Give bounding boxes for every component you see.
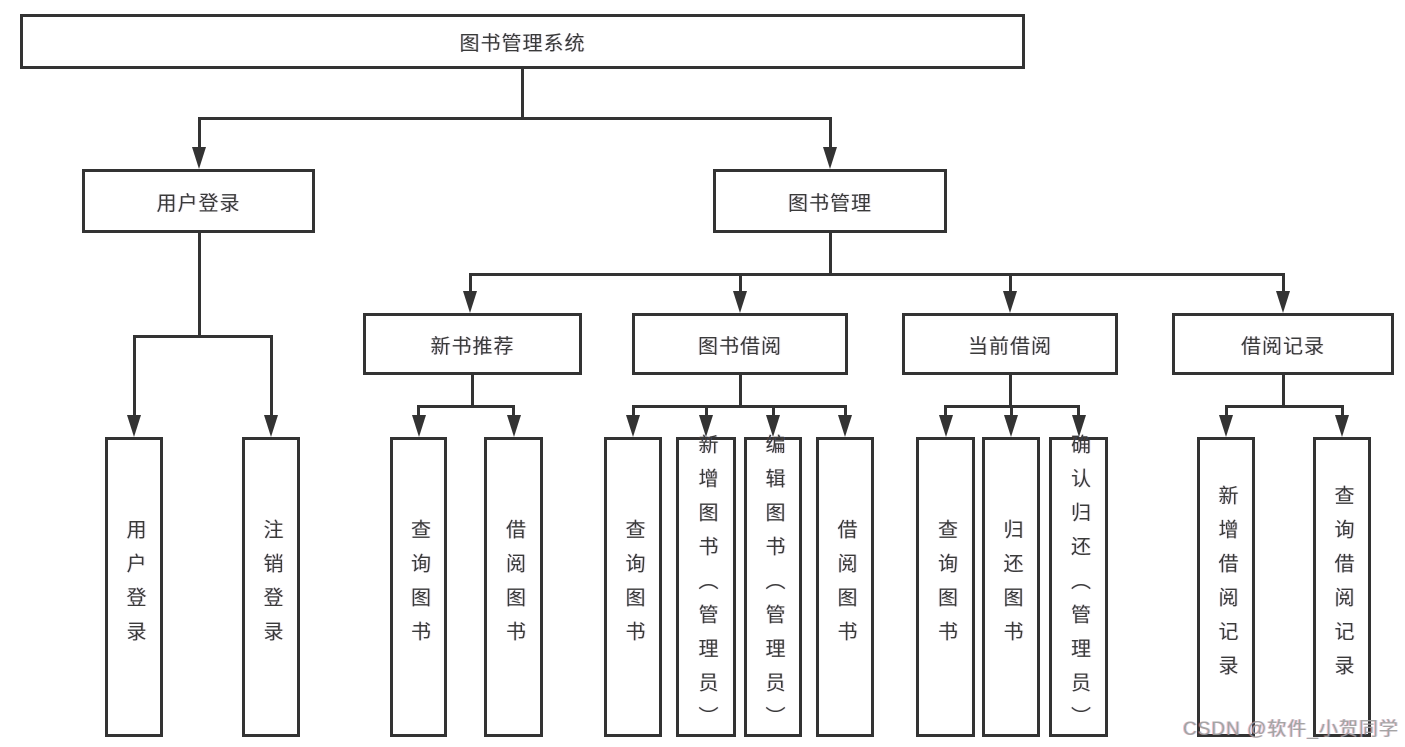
csdn-watermark: CSDN @软件_小贺同学: [1183, 719, 1399, 740]
node-new-book-recommend-label: 新书推荐: [430, 335, 515, 358]
leaf-borrow-add-books: 新增图书（管理员）: [676, 434, 736, 740]
arrow-down-icon: [192, 147, 206, 169]
leaf-borrow-query-books: 查询图书: [604, 437, 662, 737]
node-root-label: 图书管理系统: [459, 33, 586, 55]
arrow-down-icon: [127, 415, 141, 437]
connector-line: [1224, 405, 1228, 418]
arrow-down-icon: [699, 415, 713, 437]
connector-line: [704, 405, 708, 418]
connector-line: [1281, 273, 1285, 294]
connector-line: [1077, 405, 1080, 418]
leaf-records-query-record: 查询借阅记录: [1313, 437, 1371, 737]
leaf-borrow-add-books-label: 新增图书（管理员）: [695, 434, 717, 740]
connector-line: [1224, 405, 1344, 408]
leaf-logout: 注销登录: [242, 437, 300, 737]
node-user-login: 用户登录: [82, 169, 315, 233]
connector-line: [828, 233, 832, 275]
arrow-down-icon: [626, 415, 640, 437]
leaf-current-query-books: 查询图书: [916, 437, 975, 737]
connector-line: [269, 335, 273, 417]
leaf-borrow-edit-books-label: 编辑图书（管理员）: [762, 434, 784, 740]
leaf-records-add-record-label: 新增借阅记录: [1215, 485, 1237, 689]
leaf-user-login-label: 用户登录: [123, 519, 145, 655]
connector-line: [417, 405, 420, 418]
leaf-borrow-borrow-books-label: 借阅图书: [834, 519, 856, 655]
connector-line: [631, 405, 847, 408]
node-user-login-label: 用户登录: [156, 192, 241, 215]
connector-line: [132, 335, 136, 417]
node-book-borrow: 图书借阅: [632, 313, 848, 375]
connector-line: [1009, 405, 1013, 418]
connector-line: [944, 405, 947, 418]
arrow-down-icon: [411, 415, 426, 437]
arrow-down-icon: [1335, 415, 1349, 437]
connector-line: [738, 273, 742, 294]
node-borrow-records-label: 借阅记录: [1241, 335, 1325, 358]
leaf-current-confirm-return-label: 确认归还（管理员）: [1067, 434, 1090, 740]
arrow-down-icon: [766, 415, 780, 437]
connector-line: [828, 117, 832, 150]
connector-line: [417, 405, 515, 408]
leaf-recommend-query-books-label: 查询图书: [407, 519, 430, 655]
leaf-current-confirm-return: 确认归还（管理员）: [1049, 434, 1108, 740]
leaf-current-return-books-label: 归还图书: [1000, 519, 1022, 655]
leaf-records-query-record-label: 查询借阅记录: [1331, 485, 1353, 689]
connector-line: [132, 335, 273, 338]
node-current-borrow: 当前借阅: [902, 313, 1118, 375]
connector-line: [738, 374, 742, 407]
arrow-down-icon: [823, 147, 837, 169]
connector-line: [468, 273, 1285, 276]
connector-line: [843, 405, 847, 418]
connector-line: [631, 405, 635, 418]
connector-line: [468, 273, 472, 294]
node-new-book-recommend: 新书推荐: [363, 313, 582, 375]
arrow-down-icon: [838, 415, 852, 437]
leaf-borrow-query-books-label: 查询图书: [622, 519, 644, 655]
leaf-recommend-query-books: 查询图书: [390, 437, 447, 737]
connector-line: [197, 117, 832, 120]
connector-line: [197, 233, 201, 337]
leaf-current-query-books-label: 查询图书: [934, 519, 957, 655]
leaf-recommend-borrow-books-label: 借阅图书: [502, 519, 525, 655]
node-current-borrow-label: 当前借阅: [968, 335, 1052, 358]
node-book-management-label: 图书管理: [788, 192, 872, 215]
leaf-borrow-edit-books: 编辑图书（管理员）: [744, 434, 802, 740]
arrow-down-icon: [463, 291, 477, 313]
leaf-borrow-borrow-books: 借阅图书: [816, 437, 874, 737]
arrow-down-icon: [1003, 291, 1017, 313]
connector-line: [512, 405, 515, 418]
leaf-records-add-record: 新增借阅记录: [1197, 437, 1255, 737]
connector-line: [1340, 405, 1344, 418]
leaf-current-return-books: 归还图书: [982, 437, 1040, 737]
leaf-recommend-borrow-books: 借阅图书: [484, 437, 543, 737]
arrow-down-icon: [1219, 415, 1233, 437]
arrow-down-icon: [1071, 415, 1086, 437]
node-borrow-records: 借阅记录: [1172, 313, 1394, 375]
arrow-down-icon: [506, 415, 521, 437]
arrow-down-icon: [264, 415, 278, 437]
node-book-management: 图书管理: [713, 169, 947, 233]
connector-line: [1008, 374, 1012, 407]
arrow-down-icon: [938, 415, 953, 437]
leaf-logout-label: 注销登录: [260, 519, 282, 655]
connector-line: [470, 375, 474, 407]
connector-line: [197, 117, 201, 150]
connector-line: [1281, 374, 1285, 407]
leaf-user-login: 用户登录: [105, 437, 163, 737]
node-root: 图书管理系统: [20, 14, 1025, 69]
connector-line: [520, 69, 524, 120]
arrow-down-icon: [733, 291, 747, 313]
node-book-borrow-label: 图书借阅: [698, 335, 782, 358]
arrow-down-icon: [1276, 291, 1290, 313]
arrow-down-icon: [1004, 415, 1018, 437]
connector-line: [1008, 273, 1012, 294]
connector-line: [771, 405, 775, 418]
